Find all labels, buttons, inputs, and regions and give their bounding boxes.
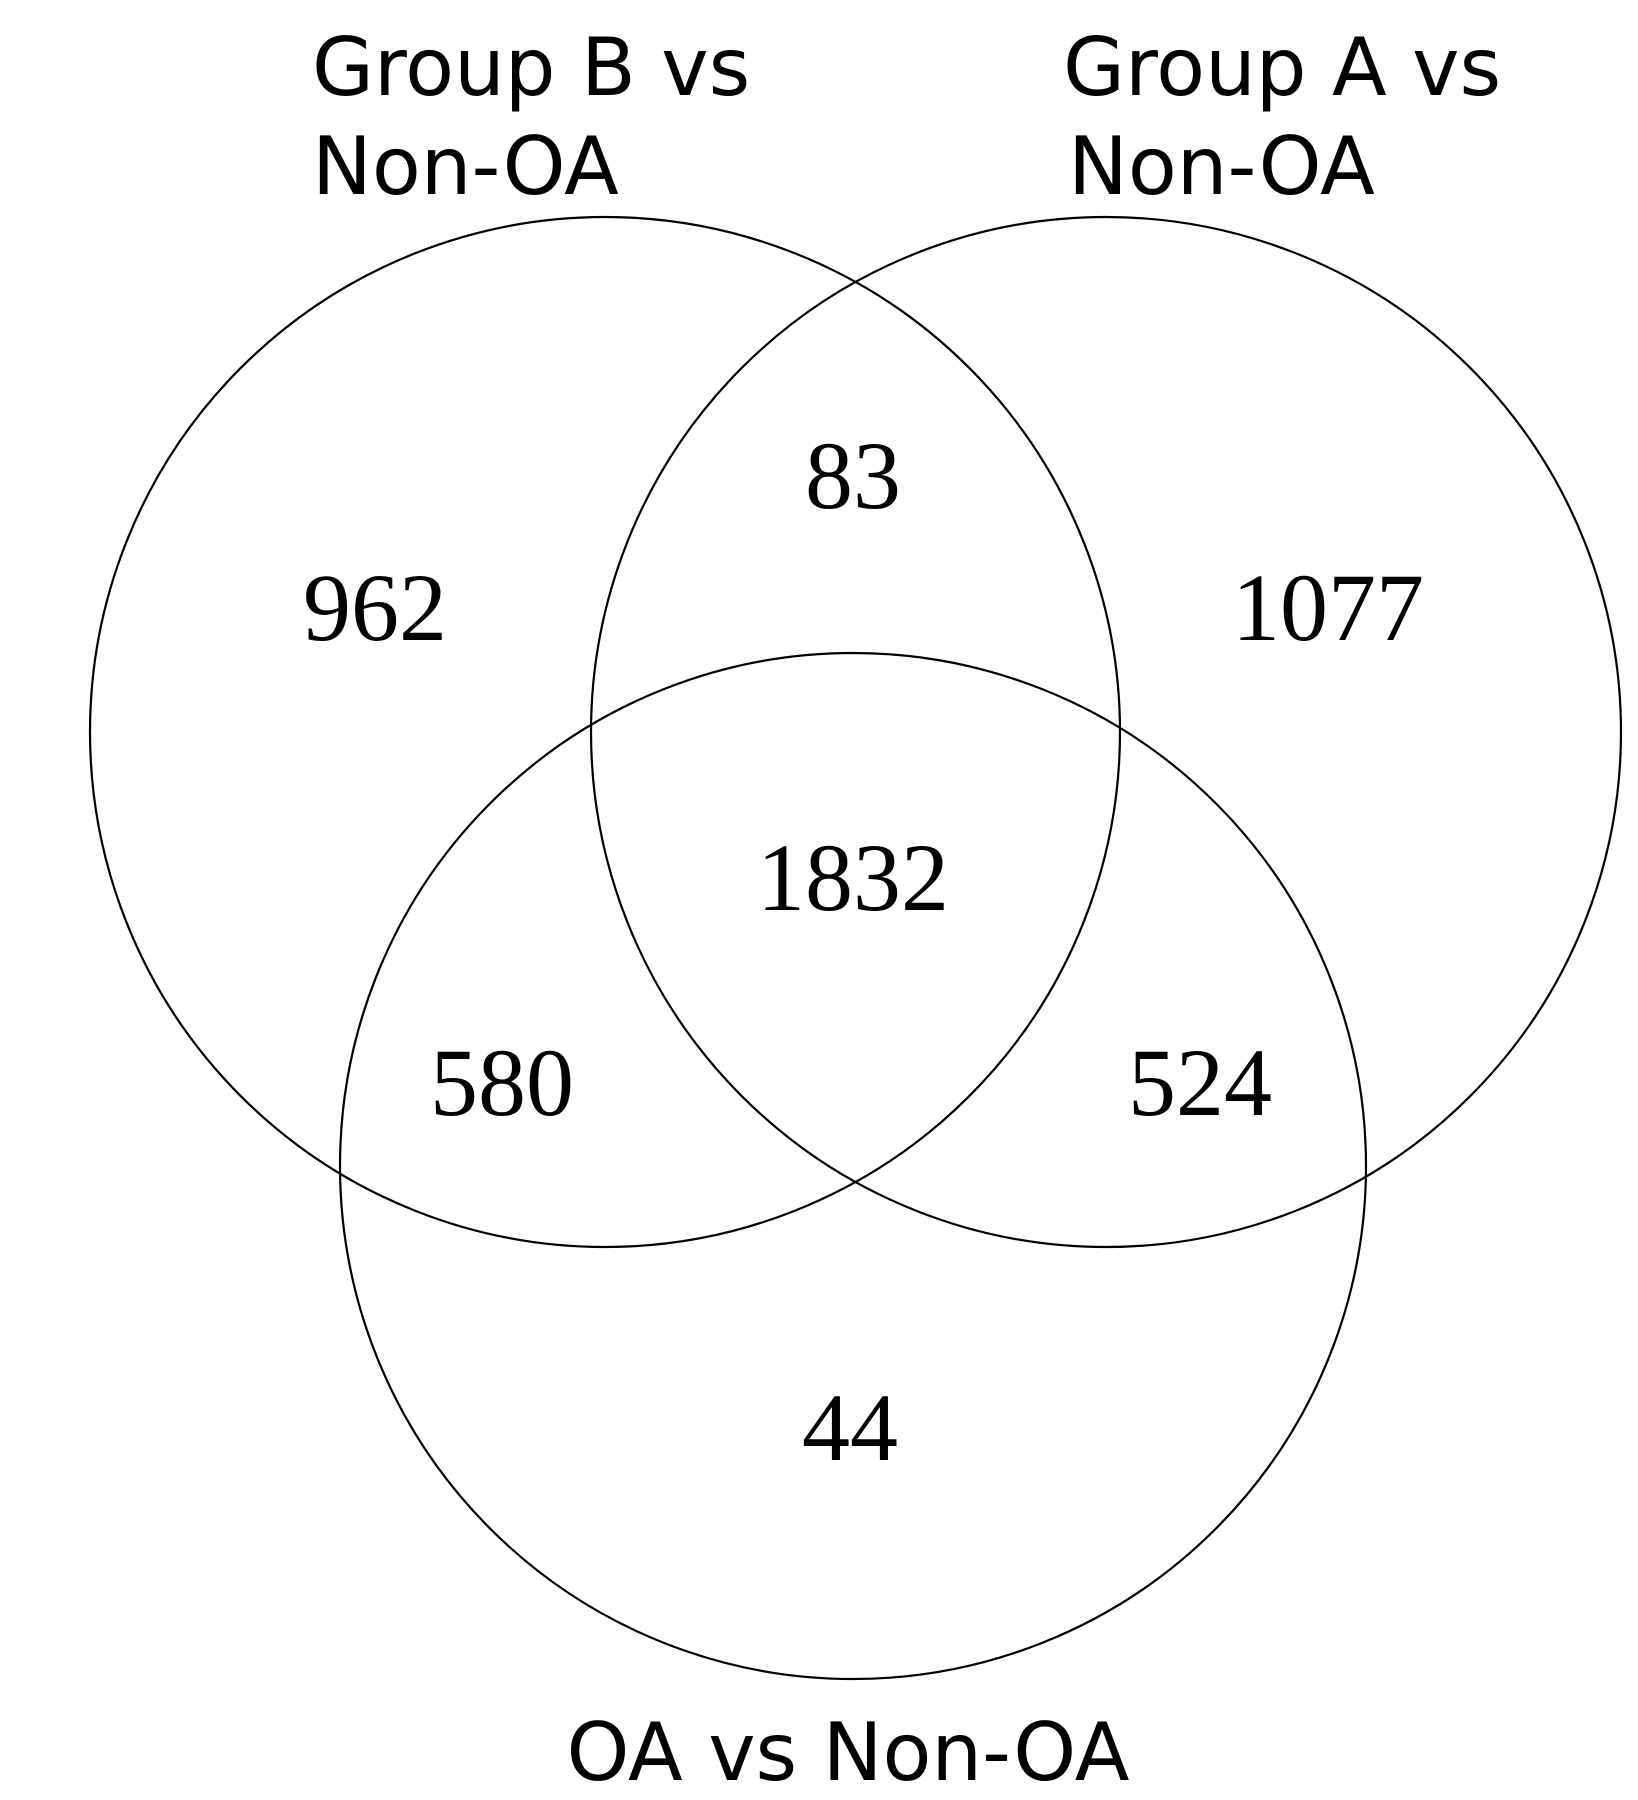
label-group-b: Group B vs Non-OA (312, 21, 776, 213)
count-group-b-only: 962 (303, 554, 447, 661)
circle-group-b (88, 215, 1122, 1249)
label-group-a: Group A vs Non-OA (1063, 21, 1527, 213)
count-all-three: 1832 (757, 824, 949, 931)
count-group-a-and-b: 83 (805, 422, 901, 529)
circle-group-a (589, 215, 1623, 1249)
count-group-a-only: 1077 (1232, 554, 1424, 661)
count-group-b-and-oa: 580 (430, 1029, 574, 1136)
count-oa-only: 44 (802, 1374, 898, 1481)
label-group-a-line-2: Non-OA (1068, 120, 1375, 213)
label-group-b-line-2: Non-OA (312, 120, 619, 213)
label-oa: OA vs Non-OA (566, 1706, 1129, 1799)
label-group-a-line-1: Group A vs (1063, 21, 1501, 114)
label-group-b-line-1: Group B vs (312, 21, 750, 114)
circle-oa (338, 651, 1368, 1681)
count-group-a-and-oa: 524 (1128, 1029, 1272, 1136)
